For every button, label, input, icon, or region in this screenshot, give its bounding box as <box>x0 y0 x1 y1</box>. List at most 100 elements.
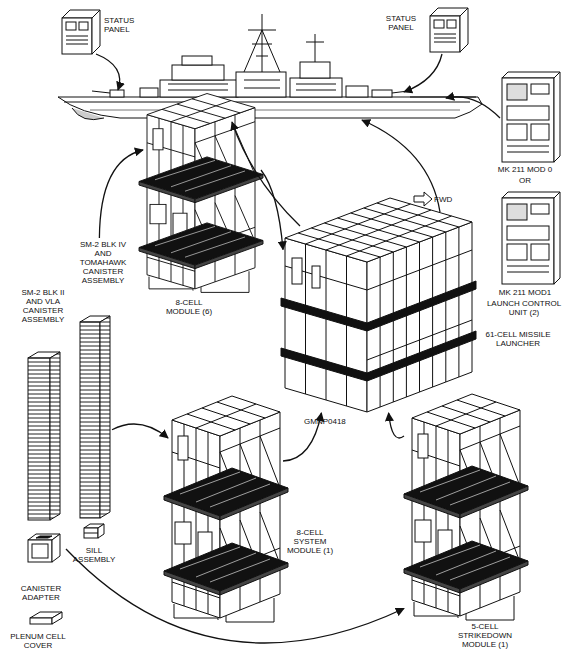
module-drawing <box>404 394 528 620</box>
ship-drawing <box>262 30 280 72</box>
flow-arrow <box>66 549 404 643</box>
leader-arrows <box>404 54 442 92</box>
launch-control-unit-drawing <box>507 226 549 240</box>
ship-drawing <box>300 62 330 78</box>
component-label: SILL ASSEMBLY <box>70 546 118 564</box>
launch-control-unit-drawing <box>507 124 527 140</box>
ship-drawing <box>372 90 392 97</box>
launch-control-unit-drawing <box>507 244 527 260</box>
flow-arrow <box>112 424 168 438</box>
component-label: 61-CELL MISSILE LAUNCHER <box>478 330 558 348</box>
launcher-drawing <box>285 198 472 262</box>
canister-drawing <box>30 618 52 624</box>
component-label: CANISTER ADAPTER <box>12 584 70 602</box>
ship-drawing <box>160 80 238 97</box>
canister-drawing <box>84 533 98 534</box>
ship-drawing <box>252 44 272 45</box>
ship-drawing <box>64 102 470 103</box>
component-box: 61-CELL MISSILE LAUNCHER <box>283 195 475 413</box>
status-panel-drawing <box>447 20 456 28</box>
leader-arrows <box>232 122 300 226</box>
component-box: PLENUM CELL COVER <box>28 608 64 630</box>
launch-control-unit-drawing <box>531 204 549 214</box>
launcher-drawing <box>281 298 367 331</box>
status-panel-drawing <box>434 20 444 28</box>
launch-control-unit-drawing <box>554 72 560 162</box>
flow-arrow <box>389 413 404 438</box>
leader-arrows <box>96 54 120 90</box>
ship-drawing <box>236 72 286 97</box>
leader-arrows <box>96 54 500 226</box>
ship-drawing <box>140 88 158 97</box>
ship-drawing <box>168 80 336 90</box>
component-box: SM-2 BLK IV AND TOMAHAWK CANISTER ASSEMB… <box>76 238 112 520</box>
module-drawing <box>139 94 528 622</box>
component-label: STATUS PANEL <box>376 14 426 32</box>
flow-arrow <box>99 150 143 238</box>
status-panel-drawing <box>434 34 456 42</box>
launch-control-unit-drawing <box>531 124 549 140</box>
component-box: STATUS PANEL <box>428 4 472 56</box>
canister-drawing <box>50 352 60 520</box>
canister-drawing <box>52 612 62 624</box>
component-box: 5-CELL STRIKEDOWN MODULE (1) <box>404 390 524 620</box>
canister-drawing <box>84 528 98 538</box>
ship-drawing <box>262 14 263 72</box>
launch-control-unit-drawing <box>554 192 560 284</box>
component-label: 8-CELL MODULE (6) <box>160 298 218 316</box>
ship-drawing <box>110 90 124 97</box>
ship-drawing <box>58 14 482 120</box>
launcher-drawing <box>298 203 459 257</box>
canister-drawing <box>100 316 110 518</box>
launch-control-unit-drawing <box>507 204 527 220</box>
launcher-drawing <box>367 331 476 381</box>
flow-arrow <box>283 413 321 461</box>
canister-drawing <box>98 524 104 538</box>
launch-control-unit-drawing <box>502 78 554 162</box>
component-label: MK 211 MOD1 <box>484 288 566 297</box>
component-box: 8-CELL MODULE (6) <box>143 90 261 290</box>
launch-control-unit-drawing <box>507 266 549 272</box>
status-panel-drawing <box>62 18 92 54</box>
canister-drawing <box>28 316 110 624</box>
status-panel-drawing <box>92 10 100 54</box>
launcher-drawing <box>292 258 302 284</box>
module-drawing <box>139 94 263 293</box>
launch-control-unit-drawing <box>531 244 549 260</box>
canister-drawing <box>32 544 48 558</box>
ship-drawing <box>172 65 224 80</box>
component-box: CANISTER ADAPTER <box>24 532 66 566</box>
launch-control-unit-drawing <box>507 84 527 100</box>
ship-drawing <box>90 110 460 111</box>
launcher-drawing <box>312 266 320 288</box>
launcher-drawing <box>281 198 476 412</box>
canister-drawing <box>28 540 52 562</box>
ship-drawing <box>290 78 342 97</box>
launch-control-unit-drawing <box>502 198 554 284</box>
component-label: MK 211 MOD 0 <box>484 165 566 174</box>
component-box: MK 211 MOD 0ORMK 211 MOD1LAUNCH CONTROL … <box>498 70 560 288</box>
ship-drawing <box>346 86 368 97</box>
ship-drawing <box>92 91 110 93</box>
launcher-drawing <box>281 348 367 381</box>
launch-control-unit-drawing <box>507 146 549 152</box>
launcher-drawing <box>367 281 476 331</box>
flow-arrow <box>261 170 283 250</box>
component-label: PLENUM CELL COVER <box>10 632 66 650</box>
canister-drawing <box>28 358 50 520</box>
leader-arrows <box>362 120 440 212</box>
status-panel-drawing <box>66 36 88 44</box>
component-label: LAUNCH CONTROL UNIT (2) <box>484 299 564 317</box>
leader-arrows <box>446 97 500 118</box>
component-box: 8-CELL SYSTEM MODULE (1) <box>168 392 283 622</box>
status-panel-drawing <box>460 8 468 52</box>
component-label: 8-CELL SYSTEM MODULE (1) <box>282 528 338 555</box>
component-label: SM-2 BLK IV AND TOMAHAWK CANISTER ASSEMB… <box>72 240 134 285</box>
component-box: SM-2 BLK II AND VLA CANISTER ASSEMBLY <box>24 290 64 522</box>
ship-drawing <box>58 97 482 118</box>
launch-control-unit-drawing <box>502 72 560 78</box>
component-box: SILL ASSEMBLY <box>82 520 106 542</box>
launch-control-unit-drawing <box>502 192 560 198</box>
ship-drawing <box>256 56 268 57</box>
